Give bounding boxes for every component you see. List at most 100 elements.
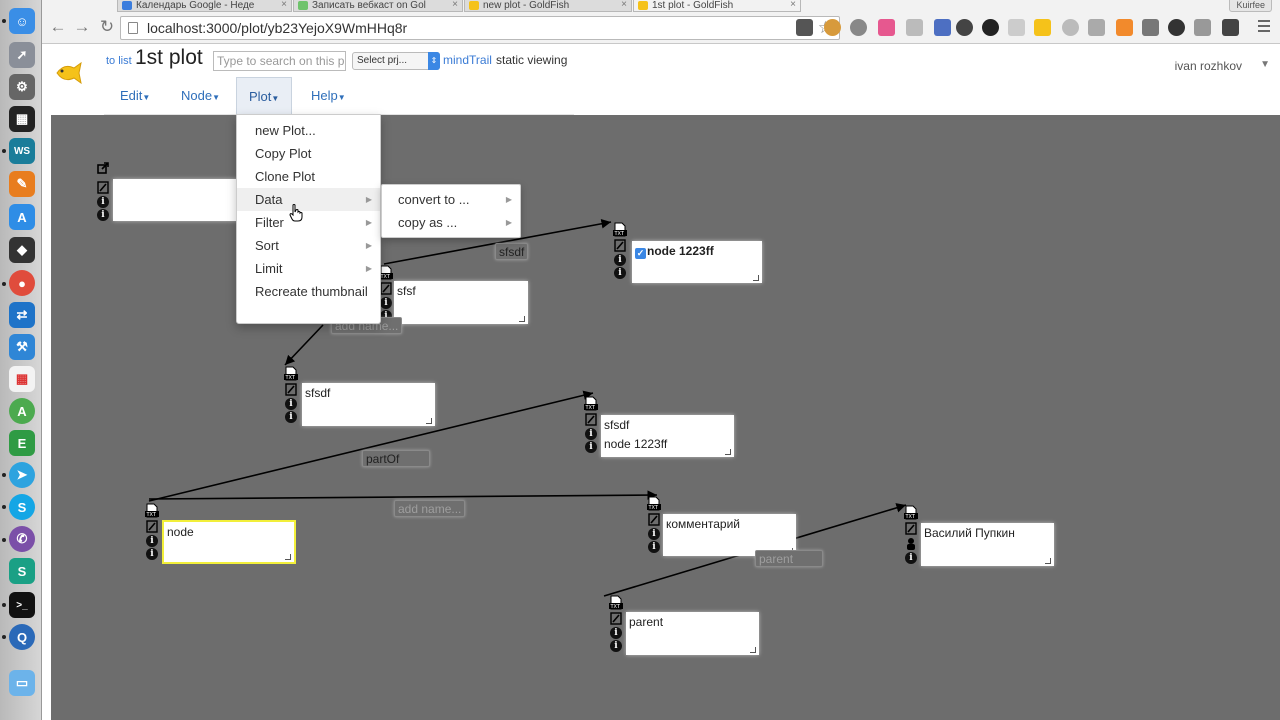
extension-icon[interactable] xyxy=(1222,19,1239,36)
extension-icon[interactable] xyxy=(1168,19,1185,36)
edge-label[interactable]: parent xyxy=(755,550,823,567)
menu-edit[interactable]: Edit▼ xyxy=(120,88,151,103)
folder-icon[interactable]: ▭ xyxy=(9,670,35,696)
extension-icon[interactable] xyxy=(1088,19,1105,36)
caret-down-icon[interactable]: ▼ xyxy=(1260,59,1270,70)
reload-icon[interactable]: ↻ xyxy=(99,17,115,36)
extension-icon[interactable] xyxy=(956,19,973,36)
info-icon[interactable]: i xyxy=(614,267,626,279)
txt-file-icon[interactable]: TXT xyxy=(379,265,393,280)
resize-handle-icon[interactable] xyxy=(750,647,756,653)
node-card[interactable]: Василий Пупкин xyxy=(921,523,1054,566)
menu-item-copy-as[interactable]: copy as ...▶ xyxy=(382,211,520,234)
extension-icon[interactable] xyxy=(1194,19,1211,36)
txt-file-icon[interactable]: TXT xyxy=(145,503,159,518)
txt-file-icon[interactable]: TXT xyxy=(647,496,661,511)
info-icon[interactable]: i xyxy=(585,441,597,453)
info-icon[interactable]: i xyxy=(380,297,392,309)
menu-item-data[interactable]: Data▶ xyxy=(237,188,380,211)
menu-help[interactable]: Help▼ xyxy=(311,88,346,103)
node-card[interactable]: sfsf xyxy=(394,281,528,324)
menu-item-filter[interactable]: Filter▶ xyxy=(237,211,380,234)
info-icon[interactable]: i xyxy=(97,209,109,221)
goldfish-logo-icon[interactable] xyxy=(54,59,84,87)
menu-item-clone-plot[interactable]: Clone Plot xyxy=(255,169,315,184)
edit-icon[interactable] xyxy=(614,239,626,252)
goldfish-ext-icon[interactable] xyxy=(1034,19,1051,36)
search-input[interactable] xyxy=(213,51,346,71)
txt-file-icon[interactable]: TXT xyxy=(609,595,623,610)
extension-icon[interactable] xyxy=(934,19,951,36)
checkbox-checked-icon[interactable]: ✓ xyxy=(635,248,646,259)
forward-icon[interactable]: → xyxy=(73,17,91,36)
node-card[interactable]: ✓node 1223ff xyxy=(632,241,762,283)
android-studio-icon[interactable]: A xyxy=(9,398,35,424)
edit-icon[interactable] xyxy=(97,181,109,194)
browser-menu-icon[interactable] xyxy=(1258,20,1270,35)
app-icon[interactable]: ▦ xyxy=(9,366,35,392)
txt-file-icon[interactable]: TXT xyxy=(613,222,627,237)
txt-file-icon[interactable]: TXT xyxy=(584,396,598,411)
node-card[interactable]: parent xyxy=(626,612,759,655)
edit-icon[interactable] xyxy=(610,612,622,625)
mindtrail-link[interactable]: mindTrail xyxy=(443,53,492,67)
adblock-icon[interactable] xyxy=(850,19,867,36)
menu-item-new-plot[interactable]: new Plot... xyxy=(255,123,316,138)
info-icon[interactable]: i xyxy=(285,398,297,410)
info-icon[interactable]: i xyxy=(585,428,597,440)
app-icon[interactable]: S xyxy=(9,558,35,584)
node-card[interactable]: комментарий xyxy=(663,514,796,556)
app-icon[interactable]: ✎ xyxy=(9,171,35,197)
app-icon[interactable]: ▦ xyxy=(9,106,35,132)
info-icon[interactable]: i xyxy=(285,411,297,423)
resize-handle-icon[interactable] xyxy=(519,316,525,322)
extension-icon[interactable] xyxy=(878,19,895,36)
webstorm-icon[interactable]: WS xyxy=(9,138,35,164)
menu-item-copy-plot[interactable]: Copy Plot xyxy=(255,146,312,161)
browser-tab-active[interactable]: 1st plot - GoldFish × xyxy=(633,0,801,12)
node-card[interactable]: sfsdf xyxy=(302,383,435,426)
close-tab-icon[interactable]: × xyxy=(281,0,287,10)
browser-tab[interactable]: Календарь Google - Неде × xyxy=(117,0,292,12)
extension-icon[interactable] xyxy=(1062,19,1079,36)
user-name[interactable]: ivan rozhkov xyxy=(1174,59,1242,73)
resize-handle-icon[interactable] xyxy=(426,418,432,424)
txt-file-icon[interactable]: TXT xyxy=(904,505,918,520)
info-icon[interactable]: i xyxy=(146,535,158,547)
resize-handle-icon[interactable] xyxy=(725,449,731,455)
back-icon[interactable]: ← xyxy=(49,17,67,36)
app-store-icon[interactable]: A xyxy=(9,204,35,230)
hubspot-icon[interactable] xyxy=(1116,19,1133,36)
node-card-selected[interactable]: node xyxy=(164,522,294,562)
node-card[interactable] xyxy=(113,179,238,221)
txt-file-icon[interactable]: TXT xyxy=(284,366,298,381)
close-tab-icon[interactable]: × xyxy=(621,0,627,10)
info-icon[interactable]: i xyxy=(146,548,158,560)
teamviewer-icon[interactable]: ⇄ xyxy=(9,302,35,328)
project-select[interactable]: Select prj... ⇕ xyxy=(352,52,440,70)
node-card[interactable]: sfsdf node 1223ff xyxy=(601,415,734,457)
launchpad-icon[interactable]: ➚ xyxy=(9,42,35,68)
unity-icon[interactable]: ◆ xyxy=(9,237,35,263)
menu-plot[interactable]: Plot▼ xyxy=(236,77,293,115)
quicktime-icon[interactable]: Q xyxy=(9,624,35,650)
info-icon[interactable]: i xyxy=(610,640,622,652)
viber-icon[interactable]: ✆ xyxy=(9,526,35,552)
info-icon[interactable]: i xyxy=(610,627,622,639)
pocket-icon[interactable] xyxy=(796,19,813,36)
finder-icon[interactable]: ☺ xyxy=(9,8,35,34)
edit-icon[interactable] xyxy=(380,282,392,295)
menu-node[interactable]: Node▼ xyxy=(181,88,220,103)
edge-label[interactable]: sfsdf xyxy=(495,243,529,260)
close-tab-icon[interactable]: × xyxy=(452,0,458,10)
extension-icon[interactable] xyxy=(906,19,923,36)
menu-item-recreate-thumbnail[interactable]: Recreate thumbnail xyxy=(255,284,368,299)
info-icon[interactable]: i xyxy=(648,541,660,553)
edit-icon[interactable] xyxy=(585,413,597,426)
skype-icon[interactable]: S xyxy=(9,494,35,520)
terminal-icon[interactable]: >_ xyxy=(9,592,35,618)
url-bar[interactable]: localhost:3000/plot/yb23YejoX9WmHHq8r ☆ xyxy=(120,16,840,40)
profile-button[interactable]: Kuirfee xyxy=(1229,0,1272,12)
resize-handle-icon[interactable] xyxy=(285,554,291,560)
edit-icon[interactable] xyxy=(285,383,297,396)
